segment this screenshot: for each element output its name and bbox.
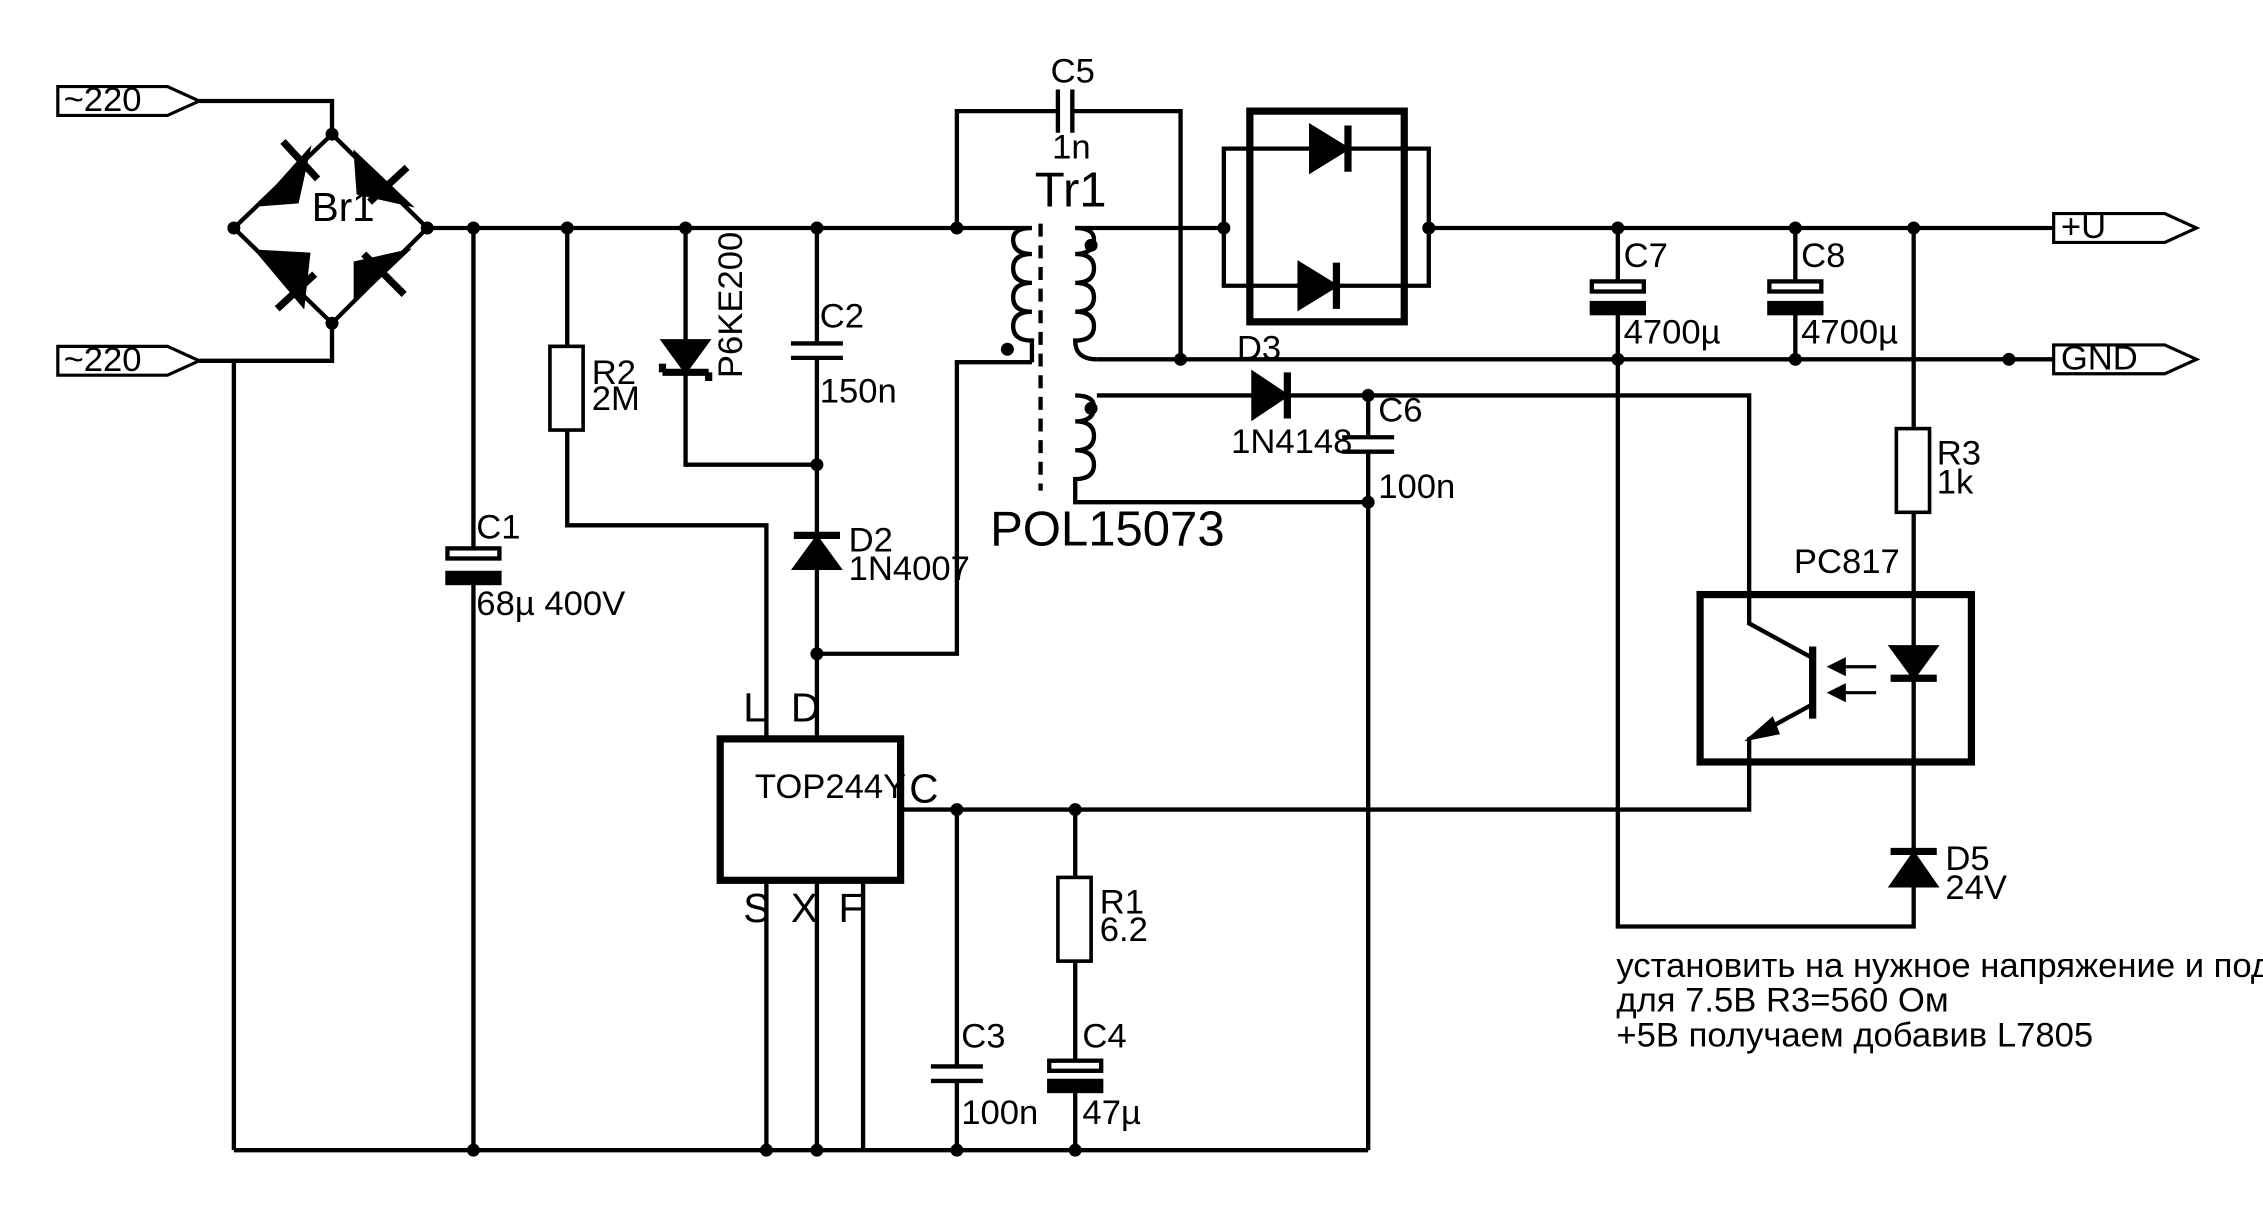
ac-input-port-top: ~220	[56, 81, 204, 119]
ic-pin-l: L	[743, 685, 765, 731]
c1-ref: C1	[476, 508, 520, 546]
capacitor-c2: C2 150n	[790, 228, 897, 472]
output-rectifier-dual-diode	[1217, 107, 1436, 326]
ic-pin-d: D	[791, 685, 820, 731]
r3-ref: R3	[1937, 435, 1981, 473]
r1-ref: R1	[1100, 883, 1144, 921]
r1-value: 6.2	[1100, 911, 1148, 949]
c6-ref: C6	[1378, 391, 1422, 429]
c2-ref: C2	[820, 298, 864, 336]
capacitor-c1: C1 68µ 400V	[445, 228, 625, 1151]
c7-value: 4700µ	[1624, 313, 1721, 351]
gnd-label: GND	[2061, 339, 2138, 377]
resistor-r3: R3 1k	[1894, 228, 1981, 595]
capacitor-c5: C5 1n	[954, 52, 1183, 360]
c1-value: 68µ 400V	[476, 585, 625, 623]
bridge-rectifier: Br1	[199, 98, 434, 1151]
tvs-ref: P6KE200	[712, 232, 750, 378]
capacitor-c8: C8 4700µ	[1767, 228, 1898, 360]
bridge-diode-1	[256, 138, 321, 207]
ic-ref: TOP244Y	[755, 768, 906, 806]
bridge-diode-2	[353, 149, 415, 208]
resistor-r1: R1 6.2	[1056, 809, 1148, 1061]
diode-d3: D3 1N4148	[1096, 329, 1752, 595]
ic-pin-f: F	[839, 885, 864, 931]
capacitor-c7: C7 4700µ	[1589, 228, 1721, 360]
ic-pin-x: X	[791, 885, 818, 931]
note-line-1: установить на нужное напряжение и подобр…	[1616, 947, 2263, 985]
ic-pin-c: C	[909, 765, 938, 811]
tvs-diode-p6ke200: P6KE200	[658, 228, 817, 467]
vout-port: +U	[2052, 208, 2201, 246]
bridge-diode-4	[353, 248, 412, 304]
d3-ref: D3	[1237, 329, 1281, 367]
c6-value: 100n	[1378, 468, 1455, 506]
vout-label: +U	[2061, 208, 2106, 246]
c2-value: 150n	[820, 373, 897, 411]
ac-input-port-bottom: ~220	[56, 341, 204, 379]
d3-value: 1N4148	[1231, 423, 1352, 461]
capacitor-c6: C6 100n	[1342, 391, 1455, 1151]
c3-value: 100n	[961, 1094, 1038, 1132]
c4-value: 47µ	[1082, 1094, 1141, 1132]
note-line-2: для 7.5В R3=560 Ом	[1616, 982, 1948, 1020]
diode-d2: D2 1N4007	[790, 464, 970, 739]
c8-ref: C8	[1801, 237, 1845, 275]
c5-value: 1n	[1052, 129, 1091, 167]
c5-ref: C5	[1051, 52, 1095, 90]
opto-ref: PC817	[1794, 543, 1900, 581]
opto-collector-to-c-wire	[900, 761, 1752, 812]
d5-value: 24V	[1945, 869, 2007, 907]
c3-ref: C3	[961, 1018, 1005, 1056]
r3-value: 1k	[1937, 464, 1974, 502]
r2-ref: R2	[592, 354, 636, 392]
r2-value: 2M	[592, 380, 640, 418]
capacitor-c3: C3 100n	[930, 809, 1038, 1151]
ac-input-top-label: ~220	[64, 81, 142, 119]
transformer-tr1: Tr1 POL15073	[990, 163, 1369, 557]
tr1-value: POL15073	[990, 503, 1225, 557]
c8-value: 4700µ	[1801, 313, 1898, 351]
ac-input-bottom-label: ~220	[64, 341, 142, 379]
design-notes: установить на нужное напряжение и подобр…	[1616, 947, 2263, 1054]
capacitor-c4: C4 47µ	[1047, 1018, 1141, 1151]
d5-ref: D5	[1945, 840, 1989, 878]
d2-value: 1N4007	[849, 550, 970, 588]
note-line-3: +5В получаем добавив L7805	[1616, 1016, 2093, 1054]
bridge-diode-3	[253, 249, 318, 312]
br1-label: Br1	[312, 184, 375, 230]
tr1-ref: Tr1	[1035, 163, 1107, 217]
zener-diode-d5: D5 24V	[1615, 359, 2007, 929]
ic-top244y: TOP244Y L D C S X F	[716, 685, 938, 1151]
optocoupler-pc817: PC817	[1696, 543, 1976, 766]
c7-ref: C7	[1624, 237, 1668, 275]
gnd-port: GND	[2052, 339, 2201, 377]
d2-ref: D2	[849, 521, 893, 559]
c4-ref: C4	[1082, 1018, 1126, 1056]
resistor-r2: R2 2M	[548, 228, 769, 739]
drain-to-transformer-wire	[816, 360, 1032, 656]
